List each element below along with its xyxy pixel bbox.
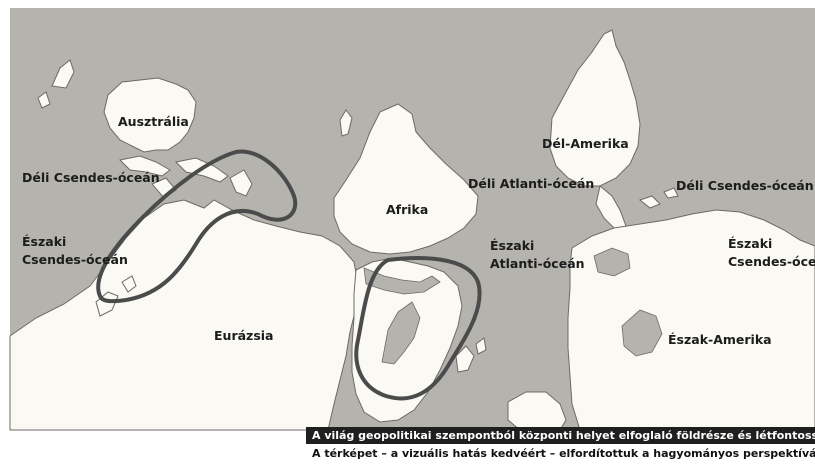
south-america-landmass <box>549 29 641 187</box>
greenland-landmass <box>507 391 567 431</box>
label-north-america: Észak-Amerika <box>668 332 772 347</box>
label-south-pacific-right: Déli Csendes-óceán <box>676 178 814 193</box>
caribbean-islands <box>638 187 679 209</box>
baltic-sea <box>381 301 421 365</box>
east-asia-periphery-outline <box>96 149 298 304</box>
label-north-atlantic-2: Atlanti-óceán <box>490 256 585 271</box>
label-north-pacific-right-1: Északi <box>728 236 772 251</box>
hudson-bay <box>621 309 663 357</box>
europe-periphery-outline <box>354 256 482 401</box>
australia-landmass <box>103 77 197 153</box>
label-north-pacific-right-2: Csendes-óceán <box>728 254 815 269</box>
caption-line-2: A térképet – a vizuális hatás kedvéért –… <box>306 444 815 464</box>
label-north-pacific-left-1: Északi <box>22 234 66 249</box>
label-australia: Ausztrália <box>118 114 189 129</box>
north-america-landmass <box>567 209 815 431</box>
label-south-pacific-left: Déli Csendes-óceán <box>22 170 160 185</box>
label-north-atlantic-1: Északi <box>490 238 534 253</box>
label-eurasia: Eurázsia <box>214 328 273 343</box>
british-isles <box>455 337 487 373</box>
caption-line-1: A világ geopolitikai szempontból központ… <box>306 427 815 444</box>
eurasia-landmass <box>9 199 359 431</box>
indonesia-islands <box>118 155 253 199</box>
gulf-of-mexico <box>593 247 631 277</box>
label-south-america: Dél-Amerika <box>542 136 629 151</box>
madagascar-island <box>339 109 353 137</box>
mediterranean-sea <box>363 267 441 295</box>
label-north-pacific-left-2: Csendes-óceán <box>22 252 128 267</box>
new-zealand-islands <box>37 59 75 109</box>
africa-landmass <box>333 103 479 255</box>
label-south-atlantic: Déli Atlanti-óceán <box>468 176 594 191</box>
label-africa: Afrika <box>386 202 428 217</box>
